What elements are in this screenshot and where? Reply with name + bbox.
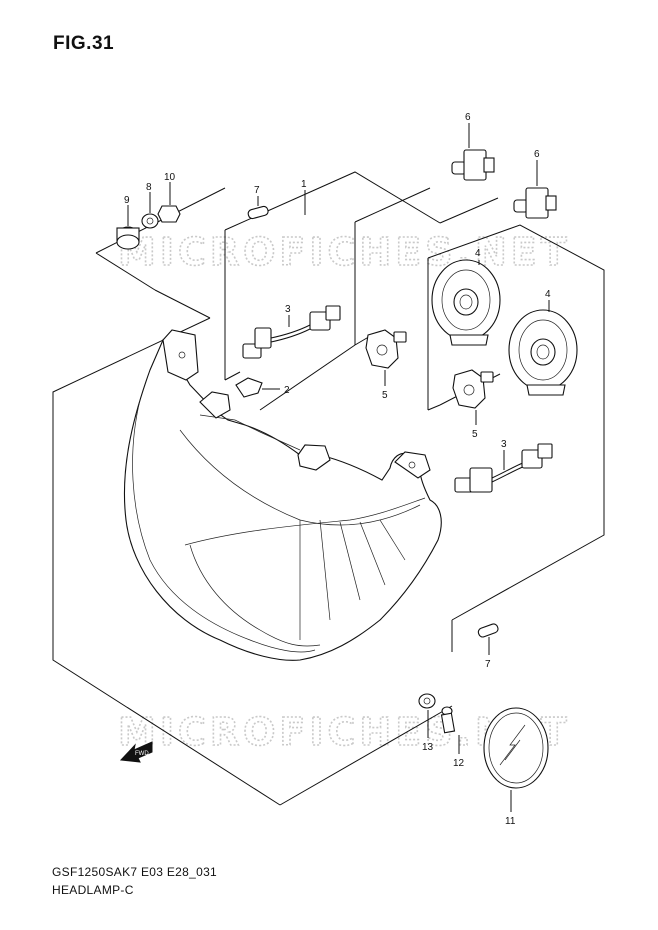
washer-8 (141, 213, 159, 229)
callout-3-upper: 3 (285, 304, 291, 315)
screw-12 (440, 706, 456, 734)
callout-12: 12 (453, 758, 465, 769)
callout-5-lower: 5 (472, 429, 478, 440)
bulb-6-right (513, 187, 557, 219)
callout-10: 10 (164, 172, 176, 183)
assembly-frame (52, 171, 605, 806)
callout-7-lower: 7 (485, 659, 491, 670)
callout-11: 11 (505, 816, 516, 827)
clip-nut-2 (235, 377, 280, 398)
headlamp-housing (123, 329, 442, 661)
callout-6-right: 6 (534, 149, 540, 160)
bulb-6-left (451, 149, 495, 181)
callout-4-left: 4 (475, 248, 481, 259)
callout-3-lower: 3 (501, 439, 507, 450)
lens-cap-11 (483, 707, 549, 789)
callout-8: 8 (146, 182, 152, 193)
callout-5-upper: 5 (382, 390, 388, 401)
figure-title: FIG.31 (53, 33, 115, 54)
section-name: HEADLAMP-C (52, 883, 134, 897)
model-code: GSF1250SAK7 E03 E28_031 (52, 865, 218, 879)
socket-harness-3-upper (242, 305, 341, 359)
position-bulb-7-lower (477, 623, 499, 638)
socket-harness-3-lower (454, 443, 553, 493)
bulb-socket-5-lower (452, 369, 494, 409)
position-bulb-7-upper (247, 205, 269, 220)
callout-2: 2 (284, 385, 290, 396)
fwd-arrow-label: FWD (135, 751, 149, 757)
callout-1: 1 (301, 179, 307, 190)
reflector-4-right (508, 309, 578, 396)
nut-10 (157, 205, 181, 223)
reflector-4-left (431, 259, 501, 346)
callout-6-left: 6 (465, 112, 471, 123)
callout-7-upper: 7 (254, 185, 260, 196)
leader-lines (127, 123, 550, 812)
grommet-9 (116, 226, 140, 250)
callout-9: 9 (124, 195, 130, 206)
washer-13 (418, 693, 436, 709)
callout-4-right: 4 (545, 289, 551, 300)
callout-13: 13 (422, 742, 434, 753)
watermark-upper: MICROFICHES.NET (118, 230, 571, 274)
fwd-arrow-icon: FWD (119, 741, 153, 763)
bulb-socket-5-upper (365, 329, 407, 369)
